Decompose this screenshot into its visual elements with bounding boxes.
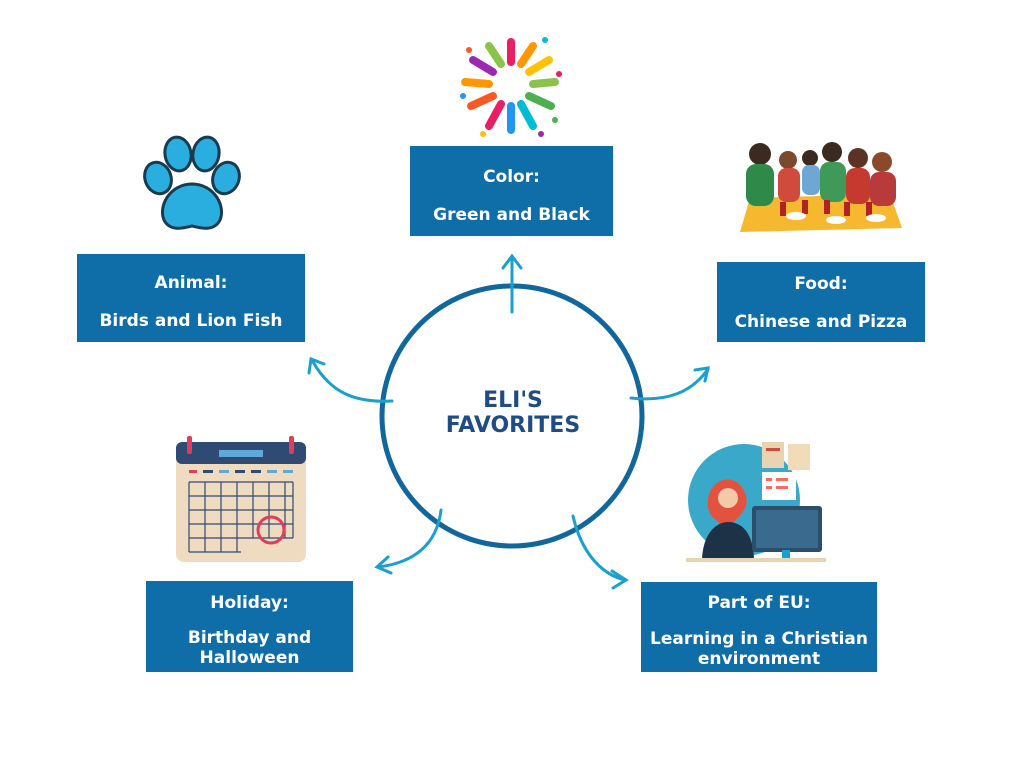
topic-box-food: Food: Chinese and Pizza [717, 262, 925, 342]
arrow-food [629, 366, 710, 401]
topic-heading-food: Food: [794, 274, 848, 294]
topic-heading-animal: Animal: [154, 273, 228, 293]
arrow-animal [307, 356, 394, 403]
arrow-eu [571, 514, 629, 590]
family-dinner-illustration [740, 142, 902, 232]
woman-at-computer-illustration [686, 442, 826, 562]
topic-value-animal: Birds and Lion Fish [99, 311, 283, 331]
topic-value-holiday: Birthday and Halloween [187, 628, 312, 668]
paw-print-icon [143, 135, 241, 230]
arrow-holiday [374, 508, 443, 575]
topic-box-eu: Part of EU: Learning in a Christian envi… [641, 582, 877, 672]
fireworks-icon [460, 37, 562, 137]
topic-value-color: Green and Black [433, 205, 590, 225]
center-title: ELI'S FAVORITES [445, 388, 581, 438]
topic-box-color: Color: Green and Black [410, 146, 613, 236]
topic-value-food: Chinese and Pizza [734, 312, 908, 332]
topic-heading-color: Color: [483, 167, 540, 187]
topic-heading-eu: Part of EU: [707, 593, 811, 613]
calendar-icon [176, 436, 306, 562]
topic-heading-holiday: Holiday: [210, 593, 289, 613]
topic-box-holiday: Holiday: Birthday and Halloween [146, 581, 353, 672]
arrow-color [501, 253, 523, 314]
topic-box-animal: Animal: Birds and Lion Fish [77, 254, 305, 342]
topic-value-eu: Learning in a Christian environment [649, 629, 868, 669]
